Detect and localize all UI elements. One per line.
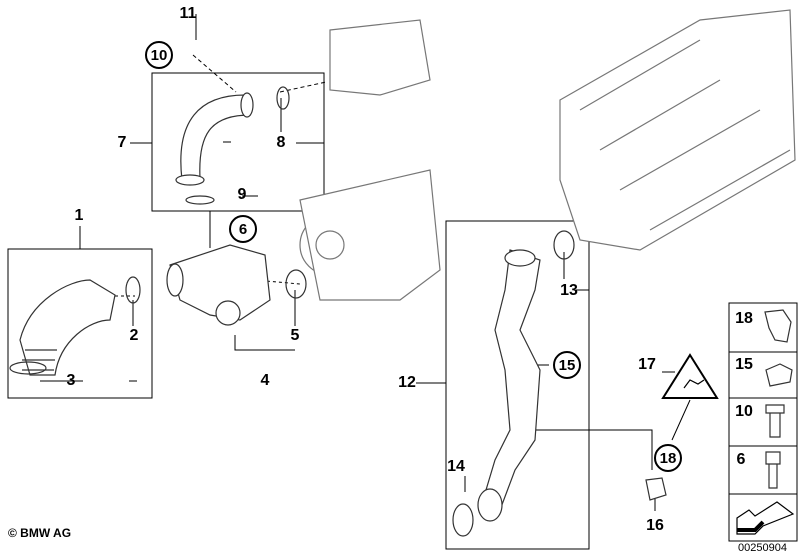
side-panel-label-6: 6	[736, 451, 746, 468]
callout-6-circled: 6	[229, 215, 257, 243]
callout-8: 8	[276, 134, 286, 151]
pipe-12	[479, 249, 541, 511]
callout-9: 9	[237, 186, 247, 203]
side-panel-label-18: 18	[735, 310, 753, 327]
callout-14: 14	[447, 458, 465, 475]
callout-13: 13	[560, 282, 578, 299]
callout-3: 3	[66, 372, 76, 389]
callout-11: 11	[179, 5, 197, 22]
group-box-12	[445, 220, 590, 550]
hose-1	[19, 279, 116, 376]
callout-15-circled: 15	[553, 351, 581, 379]
callout-10-circled: 10	[145, 41, 173, 69]
flange-bolt-icon	[765, 404, 785, 438]
callout-2: 2	[129, 327, 139, 344]
sensor-16	[645, 477, 667, 501]
side-panel-label-15: 15	[735, 356, 753, 373]
diagram-code: 00250904	[738, 542, 787, 554]
callout-12: 12	[398, 374, 416, 391]
copyright: © BMW AG	[8, 526, 72, 540]
socket-screw-icon	[765, 451, 781, 489]
callout-17: 17	[638, 356, 656, 373]
housing-4	[169, 244, 271, 321]
warning-label-17	[661, 353, 719, 399]
side-panel-label-10: 10	[735, 403, 753, 420]
callout-7: 7	[117, 134, 127, 151]
clip-icon	[764, 309, 792, 343]
callout-4: 4	[260, 372, 270, 389]
callout-5: 5	[290, 327, 300, 344]
clamp-nut-icon	[765, 363, 793, 387]
callout-18-circled: 18	[654, 444, 682, 472]
pipe-7	[180, 94, 251, 181]
group-box-7	[151, 72, 325, 212]
side-panel-box	[728, 302, 798, 542]
callout-1: 1	[74, 207, 84, 224]
callout-16: 16	[646, 517, 664, 534]
intake-manifold	[559, 9, 796, 251]
